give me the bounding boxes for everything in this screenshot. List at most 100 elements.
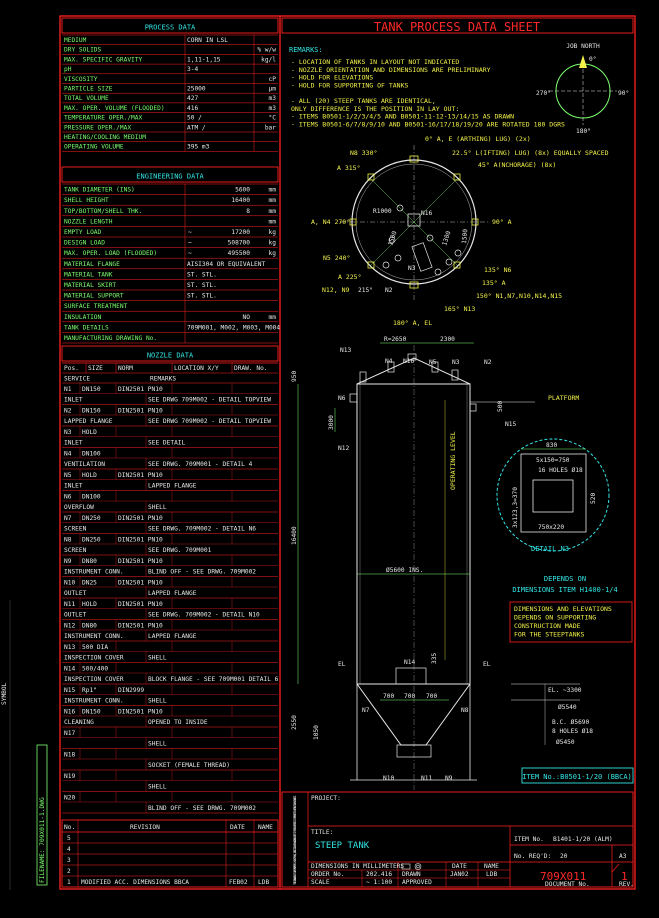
eng-row-value: 17200 <box>231 229 250 236</box>
topview-earthing-label: 0° A, E (ARTHING) LUG) (2x) <box>425 135 531 143</box>
nozzle-remarks: SEE DRWG. 709M002 - DETAIL N10 <box>148 612 260 619</box>
detail-d3x: 3x123,3=370 <box>512 487 519 528</box>
nozzle-remarks: SEE DRWG 709M002 - DETAIL TOPVIEW <box>148 397 271 404</box>
elev-n7-label: N7 <box>362 707 370 714</box>
nozzle-norm: DIN2501 PN10 <box>118 580 163 587</box>
eng-row-unit: mm <box>269 208 277 215</box>
nozzle-size: DN100 <box>82 494 101 501</box>
elev-n4-label: N4 <box>385 358 393 365</box>
process-row-label: OPERATING VOLUME <box>64 144 124 151</box>
nozzle-size: DN150 <box>82 386 101 393</box>
eng-row-value: 709M001, M002, M003, M004 <box>187 324 280 331</box>
nozzle-remarks: SEE DRWG. 709M002 - DETAIL N6 <box>148 526 256 533</box>
eng-row-value: 8 <box>246 208 250 215</box>
nozzle-size: DN25 <box>82 580 97 587</box>
revision-no: 4 <box>67 846 71 853</box>
nozzle-norm: DIN2501 PN10 <box>118 601 163 608</box>
drawing-title: STEEP TANK <box>315 841 370 851</box>
eng-row-label: SHELL HEIGHT <box>64 197 109 204</box>
elev-n10-label: N10 <box>383 775 394 782</box>
topview-anchor-label: 45° A(NCHORAGE) (8x) <box>478 161 556 169</box>
date-col-label: DATE <box>452 863 467 870</box>
detail-n3-title: DETAIL N3 <box>531 545 569 553</box>
eng-row-value: ST. STL. <box>187 293 217 300</box>
nozzle-service: INLET <box>64 440 83 447</box>
process-row-unit: bar <box>265 124 276 131</box>
nozzle-pos: N7 <box>64 515 72 522</box>
topview-r-label: R1000 <box>373 208 392 215</box>
revision-col-header: NAME <box>258 824 273 831</box>
topview-n8-label: N8 330° <box>350 149 377 157</box>
topview-n1-label: 150° N1,N7,N10,N14,N15 <box>476 292 562 300</box>
process-row-label: PRESSURE OPER./MAX <box>64 124 131 131</box>
eng-row-value: ST. STL. <box>187 271 217 278</box>
nozzle-service: INSPECTION COVER <box>64 655 124 662</box>
scale-value: ~ 1:100 <box>366 879 392 886</box>
topview-n2-label: N2 <box>385 287 393 294</box>
nozzle-norm: DIN2501 PN10 <box>118 408 163 415</box>
item-no-label: ITEM No. <box>514 836 544 843</box>
remark-line: - ALL (20) STEEP TANKS ARE IDENTICAL, <box>291 97 436 105</box>
eng-row-label: EMPTY LOAD <box>64 229 102 236</box>
nozzle-norm: DIN2501 PN10 <box>118 386 163 393</box>
nozzle-size: 500 DIA <box>82 644 108 651</box>
remark-line: - ITEMS B0501-6/7/8/9/10 AND B0501-16/17… <box>291 120 565 128</box>
eng-row-label: TANK DIAMETER (INS) <box>64 187 135 194</box>
scale-label: SCALE <box>311 879 330 886</box>
shell-height-dim: 16400 <box>291 526 298 545</box>
north-90-label: 90° <box>618 89 629 97</box>
nozzle-service: OUTLET <box>64 590 87 597</box>
process-row-unit: °C <box>269 114 277 122</box>
nozzle-size: 500/400 <box>82 666 108 673</box>
document-number: 709X011 <box>540 870 586 883</box>
topview-a90-label: 90° A <box>492 218 512 226</box>
process-row-unit: μm <box>269 86 277 93</box>
eng-row-unit: mm <box>269 314 277 321</box>
nozzle-col-header: Pos. <box>64 365 79 372</box>
topview-n12-label: N12, N9 <box>322 286 349 294</box>
process-row-value: 50 / <box>187 115 202 122</box>
nozzle-remarks: SEE DRWG. 709M001 - DETAIL 4 <box>148 461 253 468</box>
topview-n16-label: N16 <box>421 210 432 217</box>
elev-n16-label: N16 <box>403 358 414 365</box>
document-no-label: DOCUMENT No. <box>545 881 590 888</box>
nozzle-service: INSTRUMENT CONN. <box>64 633 124 640</box>
projection-symbol-icon <box>401 863 422 870</box>
sheet-size: A3 <box>619 853 627 860</box>
detail-n3: 830 5x150=750 16 HOLES Ø18 750x220 3x123… <box>496 438 618 594</box>
remark-line: - NOZZLE ORIENTATION AND DIMENSIONS ARE … <box>291 66 491 74</box>
nozzle-col-header: LOCATION X/Y <box>174 365 219 372</box>
eng-row-value: 508700 <box>228 240 251 247</box>
approved-label: APPROVED <box>402 879 432 886</box>
eng-row-prefix: ~ <box>188 229 192 236</box>
order-label: ORDER No. <box>311 871 345 878</box>
eng-row-value: 16400 <box>231 197 250 204</box>
nozzle-service: OVERFLOW <box>64 504 94 511</box>
nozzle-data-header: NOZZLE DATA <box>147 352 194 360</box>
nozzle-remarks: BLIND OFF - SEE DRWG. 709M002 <box>148 569 256 576</box>
nozzle-norm: DIN2501 PN10 <box>118 623 163 630</box>
nozzle-size: DN100 <box>82 451 101 458</box>
skirt-el-dim: EL. ~3300 <box>548 687 582 694</box>
nozzle-pos: N19 <box>64 773 75 780</box>
eng-row-label: MAX. OPER. LOAD (FLOODED) <box>64 250 157 257</box>
remark-line: - HOLD FOR SUPPORTING OF TANKS <box>291 81 408 89</box>
process-row-unit: kg/l <box>261 56 276 63</box>
topview-a135-label: 135° A <box>482 279 506 287</box>
nozzle-remarks: LAPPED FLANGE <box>148 633 197 640</box>
revision-col-header: REVISION <box>130 824 160 831</box>
nozzle-remarks: SOCKET (FEMALE THREAD) <box>148 762 230 769</box>
sheet-title-box <box>281 17 634 34</box>
title-label: TITLE: <box>311 829 333 836</box>
nozzle-size: Rp1" <box>82 687 97 694</box>
north-180-label: 180° <box>576 127 591 135</box>
nozzle-service: LAPPED FLANGE <box>64 418 113 425</box>
elev-n11-label: N11 <box>421 775 432 782</box>
nozzle-pos: N18 <box>64 752 75 759</box>
item-number-box <box>521 767 634 784</box>
margin-symbol-label: SYMBOL <box>1 682 8 705</box>
elev-n9-label: N9 <box>445 775 453 782</box>
eng-row-value: 495500 <box>228 250 251 257</box>
nozzle-remarks: LAPPED FLANGE <box>148 590 197 597</box>
